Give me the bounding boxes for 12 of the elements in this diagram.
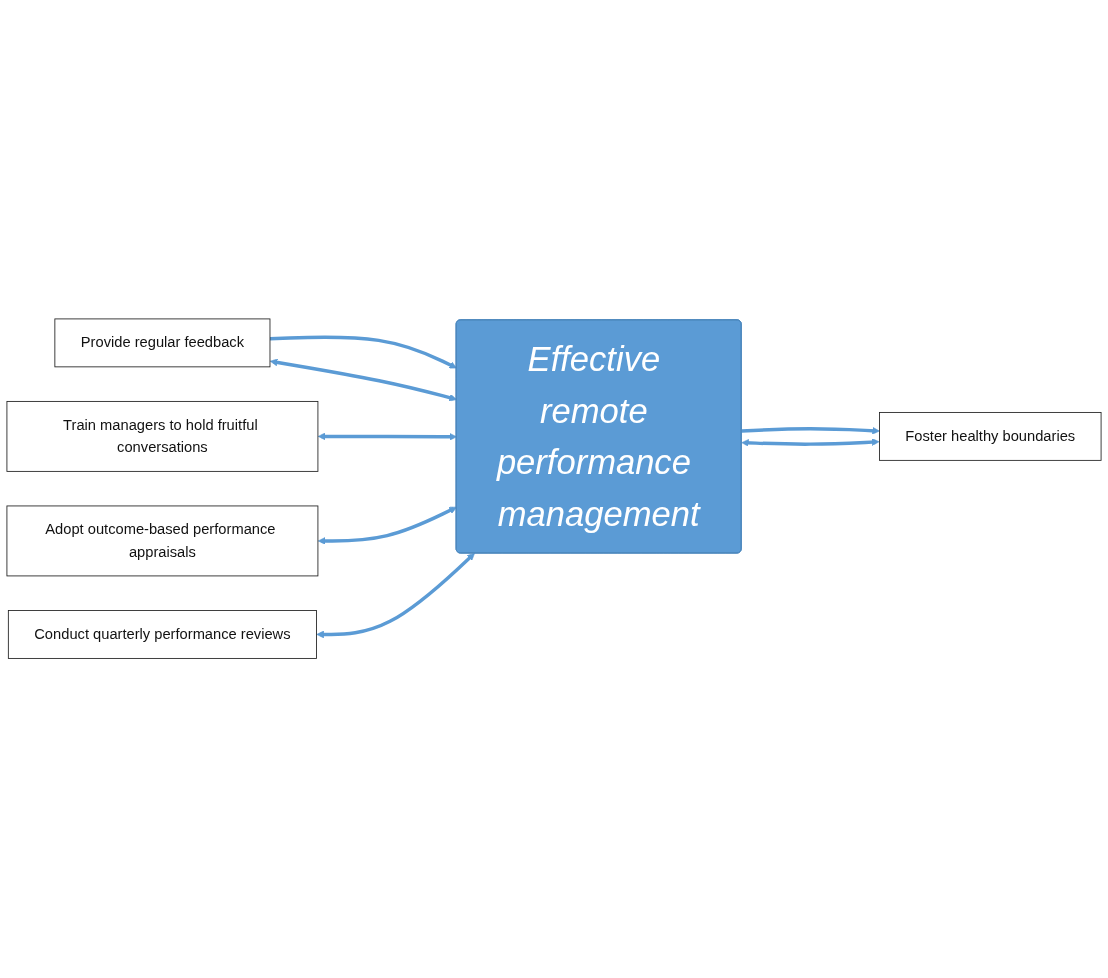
- node-box: Foster healthy boundaries: [879, 412, 1102, 462]
- arrow: [741, 438, 880, 447]
- arrow: [269, 335, 457, 369]
- node-box: Conduct quarterly performance reviews: [7, 610, 317, 660]
- node-box: Provide regular feedback: [54, 318, 271, 368]
- arrow: [269, 358, 457, 402]
- arrow: [741, 427, 880, 435]
- arrow: [316, 553, 475, 639]
- arrow: [317, 432, 457, 441]
- arrow: [317, 507, 457, 546]
- node-box: Adopt outcome-based performance appraisals: [6, 505, 319, 577]
- node-box: Train managers to hold fruitful conversations: [6, 401, 319, 473]
